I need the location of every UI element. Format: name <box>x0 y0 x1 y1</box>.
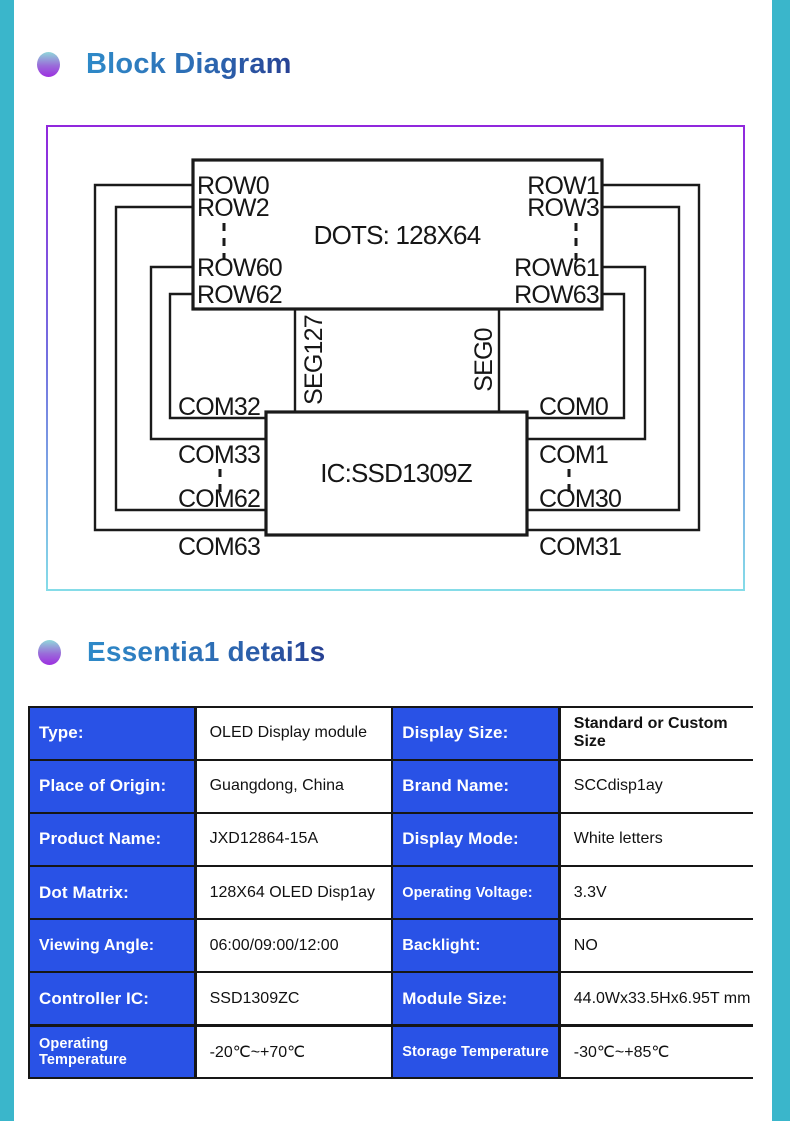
section-title: Essentia1 detai1s <box>87 636 326 667</box>
row-label: ROW2 <box>197 194 269 222</box>
row-label: ROW63 <box>514 281 599 309</box>
spec-label-cell: Product Name: <box>30 814 194 865</box>
ic-box <box>264 410 529 537</box>
essential-details-section-header: Essentia1 detai1s <box>38 636 325 668</box>
spec-value-cell: NO <box>560 920 755 971</box>
spec-label-cell: Storage Temperature <box>393 1026 559 1078</box>
spec-label-cell: Display Mode: <box>393 814 559 865</box>
section-title: Block Diagram <box>86 48 292 80</box>
seg0-label: SEG0 <box>470 328 498 392</box>
spec-value-cell: 06:00/09:00/12:00 <box>196 920 391 971</box>
block-diagram-drawing: ROW0 ROW2 ROW1 ROW3 ROW60 ROW62 ROW61 RO… <box>93 158 701 561</box>
spec-label-cell: Type: <box>30 708 194 759</box>
trace-row2-com62 <box>114 205 266 512</box>
row-label: ROW60 <box>197 254 282 282</box>
spec-label-cell: Controller IC: <box>30 973 194 1024</box>
trace-row3-com30 <box>527 205 681 512</box>
trace-row1-com31 <box>527 183 701 532</box>
spec-value-cell: 44.0Wx33.5Hx6.95T mm <box>560 973 755 1024</box>
trace-row62-com32 <box>168 292 266 420</box>
display-panel-box <box>191 158 604 311</box>
com-label: COM30 <box>539 485 621 513</box>
spec-label-cell: Operating Voltage: <box>393 867 559 918</box>
row-label: ROW0 <box>197 172 269 200</box>
com-label: COM1 <box>539 441 608 469</box>
ic-label: IC:SSD1309Z <box>320 458 473 488</box>
com-label: COM33 <box>178 441 260 469</box>
com-label: COM31 <box>539 533 621 561</box>
seg127-label: SEG127 <box>300 315 328 405</box>
com-label: COM32 <box>178 393 260 421</box>
section-bullet-icon <box>37 52 60 77</box>
dots-label: DOTS: 128X64 <box>314 220 481 250</box>
trace-row61-com1 <box>527 265 647 441</box>
spec-value-cell: OLED Display module <box>196 708 391 759</box>
spec-value-cell: 3.3V <box>560 867 755 918</box>
left-accent-bar <box>0 0 14 1121</box>
spec-label-cell: Brand Name: <box>393 761 559 812</box>
right-accent-bar <box>772 0 790 1121</box>
trace-row63-com0 <box>527 292 626 420</box>
row-label: ROW62 <box>197 281 282 309</box>
block-diagram-section-header: Block Diagram <box>37 48 292 81</box>
spec-label-cell: Dot Matrix: <box>30 867 194 918</box>
com-label: COM63 <box>178 533 260 561</box>
row-label: ROW3 <box>527 194 599 222</box>
spec-label-cell: Operating Temperature <box>30 1026 194 1078</box>
spec-value-cell: Guangdong, China <box>196 761 391 812</box>
spec-value-cell: SCCdisp1ay <box>560 761 755 812</box>
spec-value-cell: JXD12864-15A <box>196 814 391 865</box>
spec-value-cell: -20℃~+70℃ <box>196 1026 391 1078</box>
spec-value-cell: Standard or Custom Size <box>560 708 755 759</box>
trace-row60-com33 <box>149 265 266 441</box>
block-diagram-panel: ROW0 ROW2 ROW1 ROW3 ROW60 ROW62 ROW61 RO… <box>46 125 745 591</box>
spec-label-cell: Display Size: <box>393 708 559 759</box>
com-label: COM62 <box>178 485 260 513</box>
com-label: COM0 <box>539 393 608 421</box>
spec-label-cell: Module Size: <box>393 973 559 1024</box>
spec-value-cell: 128X64 OLED Disp1ay <box>196 867 391 918</box>
essential-details-table: Type: OLED Display module Display Size: … <box>28 706 755 1080</box>
spec-value-cell: SSD1309ZC <box>196 973 391 1024</box>
section-bullet-icon <box>38 639 61 665</box>
row-label: ROW61 <box>514 254 599 282</box>
row-label: ROW1 <box>527 172 599 200</box>
spec-value-cell: White letters <box>560 814 755 865</box>
trace-row0-com63 <box>93 183 266 532</box>
spec-label-cell: Viewing Angle: <box>30 920 194 971</box>
spec-value-cell: -30℃~+85℃ <box>560 1026 755 1078</box>
spec-label-cell: Backlight: <box>393 920 559 971</box>
spec-label-cell: Place of Origin: <box>30 761 194 812</box>
